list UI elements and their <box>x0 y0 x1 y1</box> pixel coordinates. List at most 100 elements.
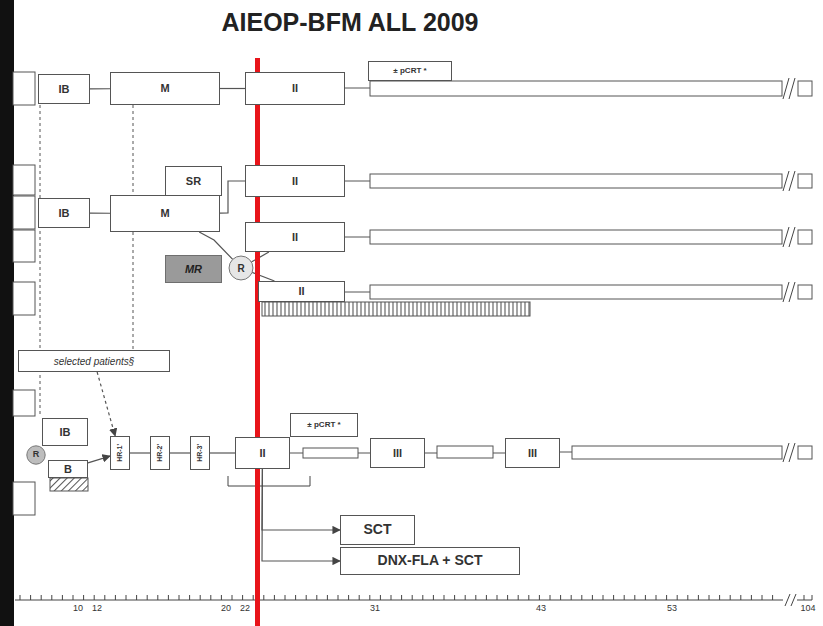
maintenance-end <box>798 174 812 188</box>
connector <box>210 452 235 453</box>
box-text: IB <box>59 207 70 219</box>
bracket <box>228 476 310 486</box>
maintenance-end <box>798 81 812 96</box>
cut-box <box>13 72 35 105</box>
phase-box: B <box>48 460 88 478</box>
box-text: R <box>237 263 244 274</box>
box-text: HR-1' <box>116 444 124 462</box>
red-marker-line <box>255 58 260 626</box>
box-text: M <box>160 82 169 94</box>
cut-box <box>13 165 35 195</box>
risk-box: SR <box>165 166 222 196</box>
circle-shape <box>229 256 253 280</box>
bar-link <box>345 292 370 293</box>
phase-box: II <box>245 72 345 105</box>
box-text: selected patients§ <box>54 356 135 367</box>
box-text: DNX-FLA + SCT <box>378 553 483 568</box>
maintenance-end <box>798 446 812 459</box>
week-axis <box>15 600 783 601</box>
connector <box>220 88 245 89</box>
axis-label: 104 <box>793 604 823 614</box>
interval-box <box>437 446 493 458</box>
break-mark <box>785 594 796 606</box>
box-text: HR-2' <box>156 444 164 462</box>
connector <box>90 213 110 214</box>
hatched-block <box>50 478 88 491</box>
box-text: II <box>292 175 298 187</box>
box-text: SR <box>186 175 201 187</box>
bar-link <box>345 181 370 182</box>
connector <box>90 88 110 89</box>
phase-box: IB <box>38 74 90 104</box>
box-text: II <box>259 447 265 459</box>
maintenance-bar <box>370 174 782 188</box>
connector <box>170 452 190 453</box>
box-text: ± pCRT * <box>307 421 340 430</box>
break-mark <box>783 78 795 99</box>
block-box: HR-2' <box>150 436 170 470</box>
diagram-title: AIEOP-BFM ALL 2009 <box>150 8 550 37</box>
box-text: II <box>298 285 304 297</box>
box-text: IB <box>60 426 71 438</box>
block-box: HR-1' <box>110 436 130 470</box>
connector <box>88 456 110 463</box>
connector <box>262 469 340 530</box>
box-text: III <box>528 447 537 459</box>
bar-link <box>345 237 370 238</box>
box-text: SCT <box>364 522 392 537</box>
box-text: IB <box>59 83 70 95</box>
phase-box: III <box>370 438 425 468</box>
break-mark <box>783 282 795 302</box>
maintenance-bar <box>370 230 782 244</box>
dark-strip <box>0 0 14 626</box>
axis-label: 12 <box>82 604 112 614</box>
box-text: B <box>64 463 72 475</box>
connector <box>130 452 150 453</box>
box-text: II <box>292 231 298 243</box>
box-text: III <box>393 447 402 459</box>
box-text: M <box>160 207 169 219</box>
therapy-box: ± pCRT * <box>290 413 358 437</box>
connector <box>97 372 115 436</box>
therapy-box: ± pCRT * <box>368 61 452 81</box>
axis-label: 10 <box>63 604 93 614</box>
connector <box>220 181 245 213</box>
phase-box: M <box>110 72 220 105</box>
box-text: HR-3' <box>196 444 204 462</box>
box-text: R <box>33 450 40 460</box>
break-mark <box>783 227 795 247</box>
break-mark <box>783 443 795 462</box>
connector <box>251 252 268 262</box>
cut-box <box>13 282 35 315</box>
transplant-box: SCT <box>340 515 415 545</box>
box-text: II <box>292 82 298 94</box>
maintenance-end <box>798 285 812 299</box>
risk-box: MR <box>165 255 222 283</box>
cut-box <box>13 482 35 515</box>
cut-box <box>13 390 35 416</box>
hatched-bar <box>262 302 530 316</box>
axis-label: 53 <box>657 604 687 614</box>
phase-box: II <box>258 281 345 302</box>
transplant-box: DNX-FLA + SCT <box>340 547 520 575</box>
dashed-link <box>133 105 134 195</box>
phase-box: II <box>245 222 345 252</box>
axis-label: 22 <box>230 604 260 614</box>
phase-box: III <box>505 438 560 468</box>
axis-ticks <box>20 595 812 600</box>
note-box: selected patients§ <box>18 350 170 372</box>
block-box: HR-3' <box>190 436 210 470</box>
bar-link <box>560 452 572 453</box>
dashed-link <box>133 232 134 349</box>
box-text: ± pCRT * <box>393 67 426 76</box>
axis-label: 31 <box>360 604 390 614</box>
connector <box>262 469 340 561</box>
phase-box: M <box>110 195 220 232</box>
phase-box: II <box>245 165 345 197</box>
break-mark <box>783 171 795 191</box>
cut-box <box>13 230 35 262</box>
cut-box <box>13 196 35 229</box>
circle-shape <box>27 446 45 464</box>
axis-label: 20 <box>211 604 241 614</box>
